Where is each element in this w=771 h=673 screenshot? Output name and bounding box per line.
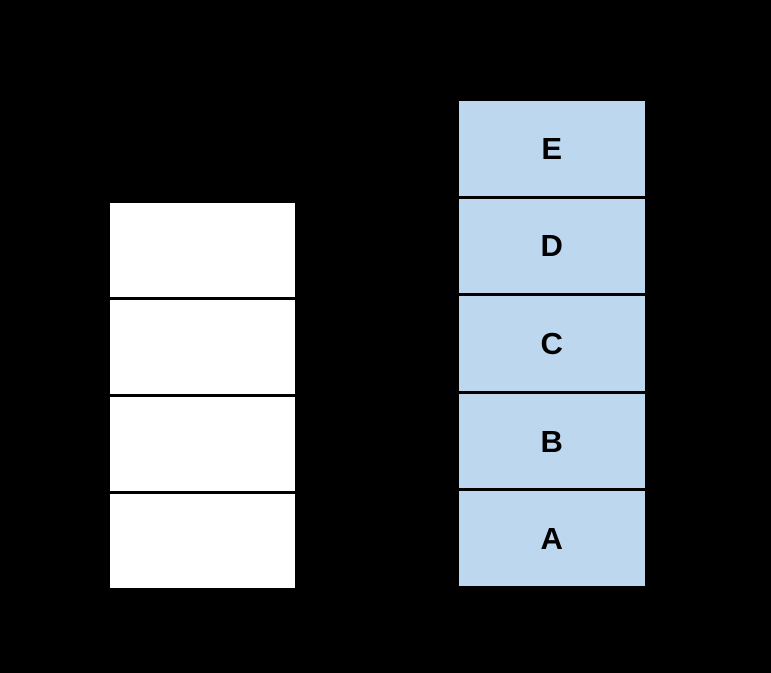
labeled-stack: E D C B A xyxy=(456,98,648,597)
empty-stack-cell-1[interactable] xyxy=(107,491,298,591)
labeled-stack-cell-d-label: D xyxy=(540,228,564,264)
labeled-stack-cell-c[interactable]: C xyxy=(456,293,648,394)
labeled-stack-cell-b-label: B xyxy=(540,423,564,459)
labeled-stack-cell-e-label: E xyxy=(541,130,563,166)
empty-stack-cell-3[interactable] xyxy=(107,297,298,397)
labeled-stack-cell-e[interactable]: E xyxy=(456,98,648,199)
labeled-stack-cell-c-label: C xyxy=(540,325,564,361)
labeled-stack-cell-a-label: A xyxy=(540,521,564,557)
empty-stack xyxy=(107,200,298,597)
labeled-stack-cell-b[interactable]: B xyxy=(456,390,648,492)
labeled-stack-cell-a[interactable]: A xyxy=(456,488,648,589)
empty-stack-cell-2[interactable] xyxy=(107,394,298,494)
empty-stack-cell-4[interactable] xyxy=(107,200,298,300)
labeled-stack-cell-d[interactable]: D xyxy=(456,195,648,297)
